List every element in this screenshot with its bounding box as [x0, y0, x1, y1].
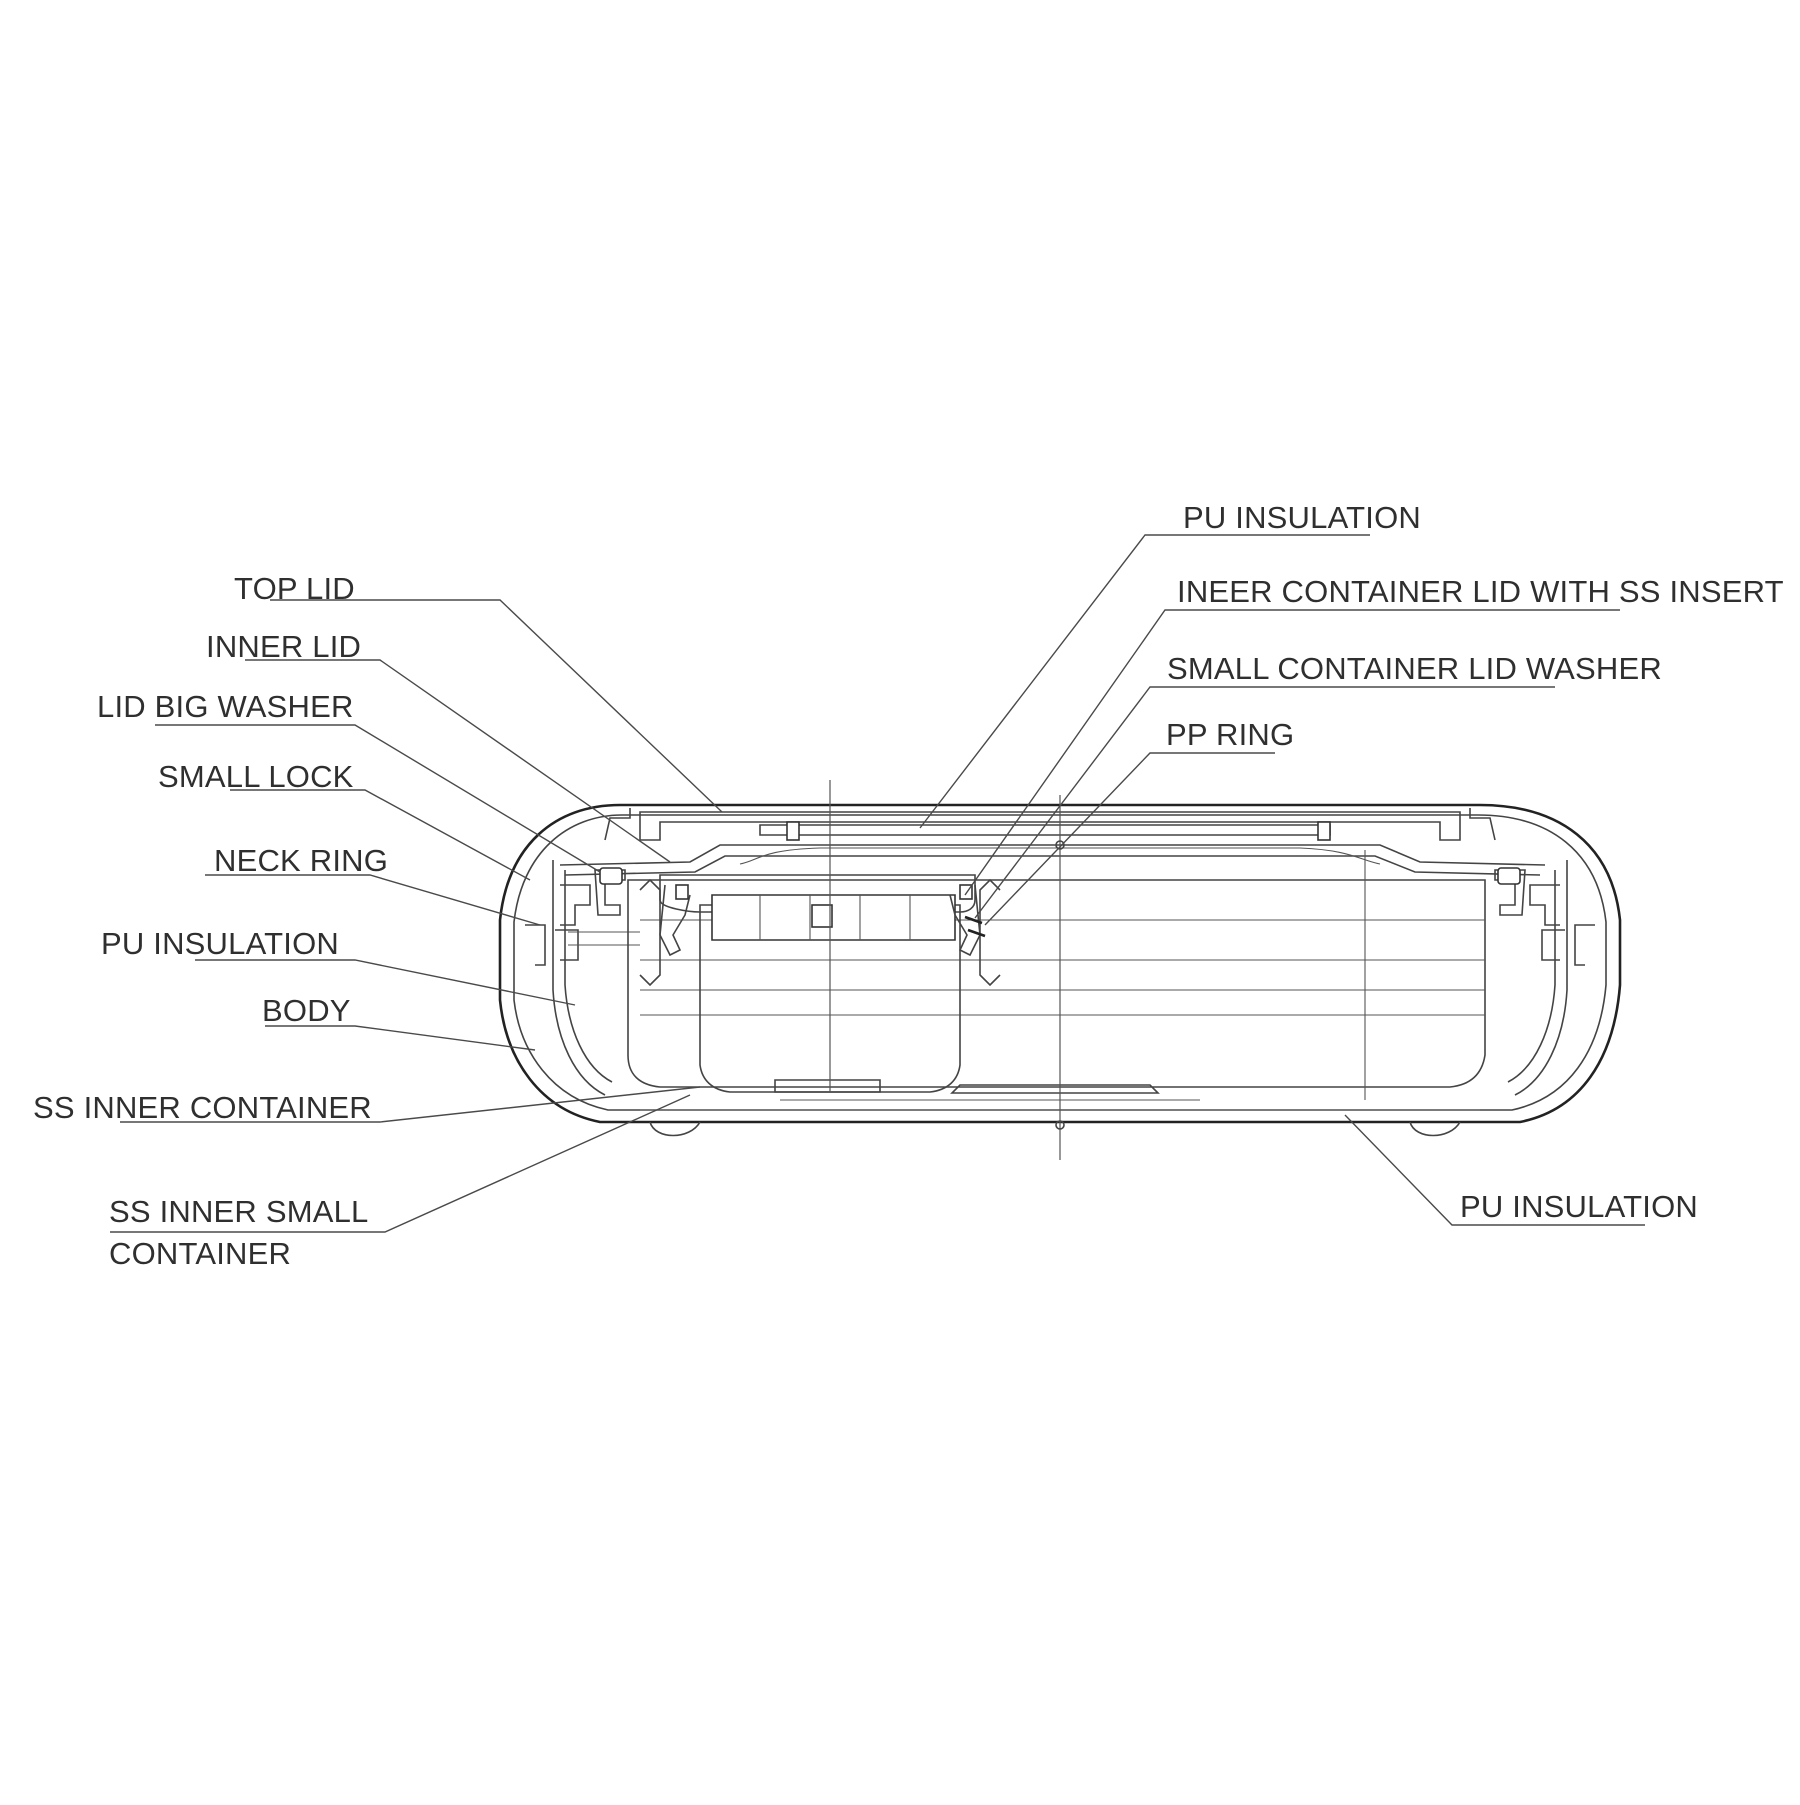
- label-inner-container-lid: INEER CONTAINER LID WITH SS INSERT: [1177, 574, 1784, 609]
- leader-ss-inner-small-container: [110, 1094, 691, 1233]
- small-lock-left: [599, 867, 623, 885]
- label-small-container-lid-washer: SMALL CONTAINER LID WASHER: [1167, 651, 1662, 686]
- leader-top-lid: [270, 599, 723, 813]
- ss-inner-container: [627, 879, 1486, 1088]
- leader-body: [265, 1025, 536, 1051]
- label-pp-ring: PP RING: [1166, 717, 1294, 752]
- left-wall-inner: [564, 870, 613, 1083]
- left-hinge-tab: [525, 924, 546, 966]
- center-mark-bottom: [1055, 1120, 1065, 1130]
- pp-ring-left: [675, 884, 689, 900]
- leader-neck-ring: [205, 874, 541, 926]
- leader-lid-big-washer: [155, 724, 601, 873]
- neck-ring-right-2: [1541, 929, 1565, 961]
- lunch-box-cross-section: [498, 780, 1622, 1160]
- leader-ss-inner-container: [120, 1086, 701, 1123]
- lid-boss-right: [1317, 821, 1331, 841]
- label-ss-inner-small-container-line2: CONTAINER: [109, 1236, 291, 1271]
- foot-right: [1409, 1121, 1461, 1137]
- small-container-bottom: [774, 1079, 881, 1093]
- small-container-lid: [659, 874, 976, 913]
- right-wall-inner: [1507, 870, 1556, 1083]
- small-container-lid-ribs: [759, 895, 911, 940]
- small-lock-right: [1497, 867, 1521, 885]
- inner-lid-2: [564, 855, 1541, 876]
- foot-left: [649, 1121, 701, 1137]
- lid-boss-left: [786, 821, 800, 841]
- right-wall-outer: [1514, 860, 1568, 1096]
- left-clip: [594, 869, 626, 916]
- outer-body-inner-outline: [513, 814, 1607, 1111]
- label-small-lock: SMALL LOCK: [158, 759, 354, 794]
- leader-inner-container-lid: [964, 609, 1620, 896]
- right-hinge-tab: [1574, 924, 1595, 966]
- label-ss-inner-small-container-line1: SS INNER SMALL: [109, 1194, 369, 1229]
- label-neck-ring: NECK RING: [214, 843, 388, 878]
- neck-ring-left: [560, 884, 591, 926]
- left-wall-outer: [552, 860, 606, 1096]
- leader-lines: [110, 534, 1645, 1233]
- lid-center-mark: [811, 904, 833, 928]
- label-top-lid: TOP LID: [234, 571, 355, 606]
- small-lid-washer: [964, 915, 986, 938]
- bottom-recess: [950, 1084, 1160, 1094]
- center-mark-top: [1055, 840, 1065, 850]
- leader-inner-lid: [245, 659, 671, 863]
- leader-small-container-lid-washer: [974, 686, 1555, 919]
- label-pu-insulation-top: PU INSULATION: [1183, 500, 1421, 535]
- label-lid-big-washer: LID BIG WASHER: [97, 689, 354, 724]
- outer-body-outline: [498, 803, 1622, 1124]
- right-clip: [1494, 869, 1526, 916]
- label-pu-insulation-left: PU INSULATION: [101, 926, 339, 961]
- small-container-right-clip: [979, 878, 1001, 987]
- leader-pu-insulation-bottom: [1344, 1114, 1645, 1226]
- label-ss-inner-container: SS INNER CONTAINER: [33, 1090, 372, 1125]
- part-labels: TOP LID INNER LID LID BIG WASHER SMALL L…: [33, 500, 1784, 1271]
- small-container-lid-insert: [711, 894, 956, 941]
- top-lid-panel: [639, 811, 1461, 841]
- ss-inner-container-lines: [640, 919, 1485, 1016]
- label-pu-insulation-bottom: PU INSULATION: [1460, 1189, 1698, 1224]
- leader-pu-insulation-top: [919, 534, 1370, 829]
- leader-pp-ring: [984, 752, 1275, 926]
- label-inner-lid: INNER LID: [206, 629, 361, 664]
- inner-lid: [559, 844, 1546, 866]
- top-lid: [604, 808, 631, 841]
- ss-inner-small-container: [699, 904, 961, 1093]
- top-lid-right: [1469, 808, 1496, 841]
- neck-ring-right: [1529, 884, 1560, 926]
- leader-pu-insulation-left: [195, 959, 576, 1006]
- label-body: BODY: [262, 993, 351, 1028]
- small-container-left-clip: [639, 878, 661, 987]
- leader-small-lock: [230, 789, 531, 881]
